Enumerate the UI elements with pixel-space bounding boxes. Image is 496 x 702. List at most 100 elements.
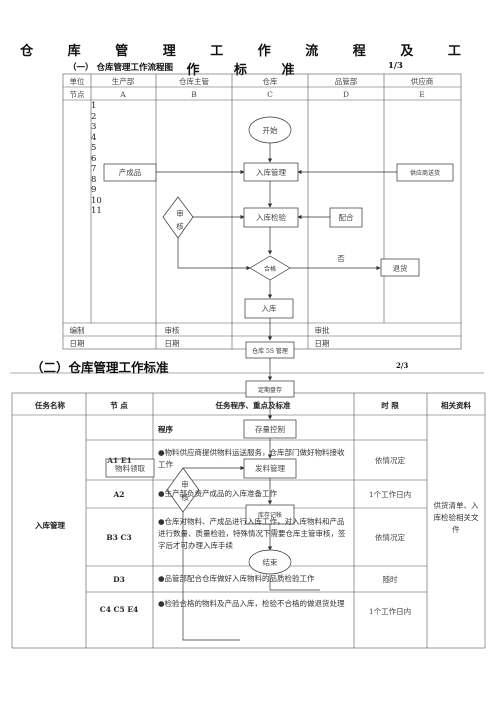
- row-number: 8: [91, 174, 97, 185]
- inbound-mgmt-box: [243, 162, 299, 182]
- row5-node: C4 C5 E4: [100, 605, 139, 614]
- footer-date2: 日期: [165, 339, 180, 348]
- col-node-c: C: [267, 90, 273, 99]
- col-name-production: 生产部: [112, 76, 135, 86]
- header-unit: 单位: [70, 76, 85, 86]
- row5-time: 1个工作日内: [369, 606, 411, 616]
- supplier-delivery-label: 供应商送货: [410, 169, 440, 177]
- footer-prepared: 编制: [70, 325, 85, 335]
- row-number: 2: [91, 111, 97, 122]
- section1-label: （一）: [68, 63, 94, 73]
- qualified-diamond: [249, 255, 291, 281]
- row-number: 6: [91, 153, 97, 164]
- row-numbers: 1 2 3 4 5 6 7 8 9 10 11: [91, 101, 102, 217]
- col-node-a: A: [119, 90, 126, 99]
- section2-page: 2/3: [396, 361, 409, 370]
- col-name-warehouse-supervisor: 仓库主管: [179, 76, 209, 86]
- end-node: [248, 549, 292, 575]
- ledger-box: [245, 504, 295, 525]
- row4-text: ●品管部配合仓库做好入库物料的品质检验工作: [158, 574, 315, 583]
- row-number: 3: [91, 122, 97, 132]
- row2-time: 1个工作日内: [369, 489, 411, 499]
- row-number: 10: [91, 195, 102, 206]
- row5-text: ●检验合格的物料及产品入库，检验不合格的做退货处理: [158, 599, 345, 608]
- footer-date3: 日期: [315, 339, 330, 348]
- overlay-connectors-2: [182, 512, 240, 641]
- regular-inventory-box: [245, 380, 295, 398]
- stock-control-box: [243, 419, 297, 439]
- row-number: 11: [91, 206, 102, 216]
- row-number: 4: [91, 132, 97, 143]
- th-time: 时 限: [381, 400, 399, 410]
- related-docs: 供货清单、入库检验相关文件: [433, 501, 479, 534]
- col-node-e: E: [419, 90, 424, 99]
- section2-heading: （二）仓库管理工作标准: [31, 357, 169, 376]
- footer-approved: 审批: [315, 325, 330, 335]
- start-label: 开始: [263, 125, 278, 135]
- end-label: 结束: [263, 557, 278, 567]
- header-node: 节点: [70, 90, 85, 99]
- overlay-flow-boxes: 仓库 5S 管理 定期盘存 存量控制 物料领取 发料管理 审核 库存记帐 结束: [105, 341, 297, 575]
- inbound-box: [244, 298, 294, 319]
- row3-time: 依情况定: [375, 532, 405, 542]
- row2-node: A2: [112, 490, 124, 499]
- material-request-label: 物料领取: [115, 463, 145, 473]
- issue-mgmt-box: [243, 458, 297, 479]
- ss-mgmt-label: 仓库 5S 管理: [252, 347, 288, 355]
- col-node-b: B: [191, 90, 197, 99]
- inbound-label: 入库: [262, 303, 277, 313]
- row-number: 5: [91, 143, 97, 153]
- cooperate-box: [329, 207, 363, 228]
- row3-node: B3 C3: [106, 533, 131, 542]
- inbound-inspect-label: 入库检验: [256, 212, 286, 222]
- finished-goods-label: 产成品: [119, 167, 142, 177]
- ledger-label: 库存记帐: [258, 511, 282, 519]
- finished-goods-box: [103, 163, 157, 182]
- audit-diamond: [162, 196, 194, 239]
- inbound-mgmt-label: 入库管理: [256, 167, 286, 177]
- stock-control-label: 存量控制: [255, 424, 285, 434]
- row4-node: D3: [113, 575, 125, 584]
- row-number: 1: [91, 101, 97, 111]
- col-name-supplier: 供应商: [411, 76, 434, 86]
- row1-time: 依情况定: [375, 455, 405, 465]
- program-label: 程序: [158, 424, 173, 434]
- th-task: 任务名称: [34, 400, 65, 410]
- col-node-d: D: [343, 90, 349, 99]
- footer-date1: 日期: [70, 339, 85, 348]
- return-label: 退货: [393, 263, 408, 273]
- row4-time: 随时: [383, 574, 398, 584]
- row2-text: ●生产部负责产成品的入库准备工作: [158, 489, 278, 498]
- flow-connectors: [156, 141, 397, 591]
- col-name-warehouse: 仓库: [263, 76, 278, 86]
- row-number: 9: [91, 185, 97, 195]
- audit2-label: 审核: [181, 479, 189, 502]
- return-box: [380, 258, 420, 277]
- col-name-quality: 品管部: [335, 76, 358, 86]
- row1-text: ●物料供应商提供物料运送服务，仓库部门做好物料接收工作: [158, 448, 345, 469]
- row1-node: A1 E1: [107, 456, 132, 465]
- th-program: 任务程序、重点及标准: [215, 400, 291, 410]
- section1-page: 1/3: [388, 61, 403, 71]
- no-label: 否: [337, 254, 345, 263]
- start-node: [248, 116, 292, 144]
- footer-reviewed: 审核: [165, 325, 180, 335]
- ss-mgmt-box: [245, 341, 295, 359]
- section2-title: 仓库管理工作标准: [68, 360, 169, 375]
- th-node: 节 点: [110, 400, 128, 410]
- section2-label: （二）: [31, 360, 69, 375]
- qualified-label: 合格: [264, 265, 276, 273]
- inbound-inspect-box: [243, 207, 299, 228]
- th-related: 相关资料: [441, 400, 471, 410]
- cooperate-label: 配合: [339, 212, 354, 222]
- supplier-delivery-box: [396, 163, 454, 182]
- section1-heading: （一） 仓库管理工作流程图: [68, 61, 173, 73]
- audit-label: 审核: [176, 208, 184, 231]
- regular-inventory-label: 定期盘存: [258, 386, 282, 394]
- task-name: 入库管理: [34, 520, 65, 530]
- material-request-box: [105, 458, 155, 478]
- row-number: 7: [91, 164, 97, 174]
- issue-mgmt-label: 发料管理: [255, 463, 285, 473]
- row3-text: ●仓库对物料、产成品进行入库工作，对入库物料和产品进行数量、质量检验，特殊情况下…: [158, 517, 346, 550]
- section1-title: 仓库管理工作流程图: [96, 63, 173, 73]
